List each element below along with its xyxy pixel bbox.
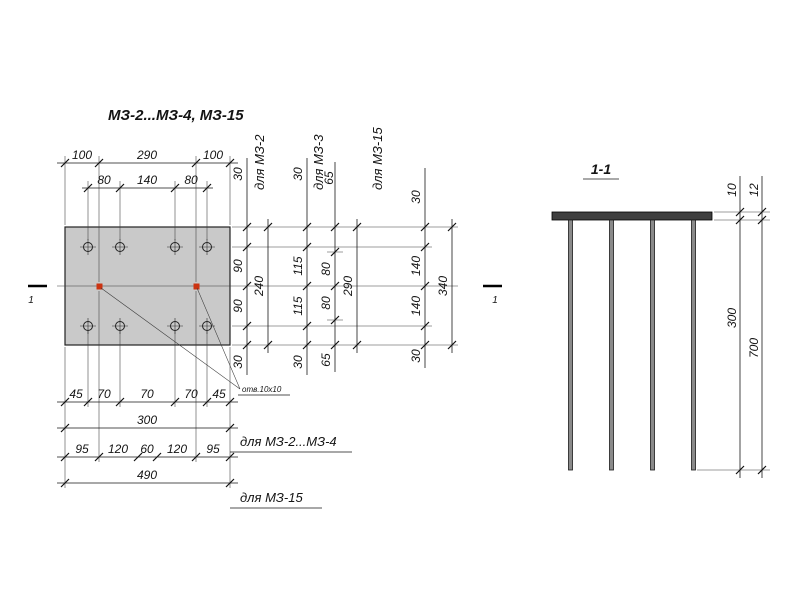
dim-value: 70	[184, 387, 198, 401]
dim-value: 95	[75, 442, 89, 456]
dim-value: 30	[409, 190, 423, 204]
bolt-hole	[83, 321, 93, 331]
section-extension-lines	[697, 211, 770, 471]
bolt-holes	[83, 242, 212, 331]
dim-value: 80	[97, 173, 111, 187]
variant-label: для МЗ-15	[240, 490, 303, 505]
bolt-hole	[170, 242, 180, 252]
dim-value: 10	[725, 183, 739, 197]
square-hole-marker	[96, 283, 103, 290]
dim-total: 340	[436, 276, 450, 296]
dim-value: 60	[140, 442, 154, 456]
variant-label: для МЗ-15	[370, 127, 385, 190]
bolt-hole	[83, 242, 93, 252]
section-dimension-lines	[739, 176, 763, 478]
dim-total: 240	[252, 276, 266, 297]
hole-centerlines	[80, 239, 215, 334]
bolt-hole	[115, 321, 125, 331]
dim-total: 490	[137, 468, 157, 482]
variant-label: для МЗ-2	[252, 134, 267, 190]
bolt-hole	[202, 242, 212, 252]
anchor-rod	[568, 219, 573, 471]
variant-label: для МЗ-3	[311, 134, 326, 190]
dim-value: 65	[319, 353, 333, 367]
plate-section	[551, 211, 713, 221]
dim-value: 30	[231, 167, 245, 181]
cut-mark-label: 1	[28, 295, 34, 306]
dim-value: 30	[291, 167, 305, 181]
square-hole-marker	[193, 283, 200, 290]
dim-value: 12	[747, 183, 761, 197]
dim-value: 30	[231, 355, 245, 369]
dim-value: 120	[108, 442, 128, 456]
section-view: 1-1 10 12 300 700	[551, 161, 770, 478]
dim-value: 95	[206, 442, 220, 456]
dim-value: 115	[291, 256, 305, 275]
leader-lines	[100, 287, 241, 390]
dim-value: 290	[136, 148, 157, 162]
dim-value: 140	[409, 256, 423, 276]
dim-value: 140	[409, 296, 423, 316]
dimension-lines	[57, 158, 453, 484]
dim-value: 100	[72, 148, 92, 162]
dim-total: 290	[341, 276, 355, 297]
section-title: 1-1	[591, 161, 611, 177]
dim-value: 65	[322, 171, 336, 185]
variant-label: для МЗ-2...МЗ-4	[240, 434, 337, 449]
dim-value: 80	[184, 173, 198, 187]
dim-value: 45	[69, 387, 83, 401]
dim-total: 300	[137, 413, 157, 427]
dim-value: 30	[409, 349, 423, 363]
dim-value: 80	[319, 262, 333, 276]
label-underlines	[230, 394, 352, 509]
anchor-rod	[609, 219, 614, 471]
bolt-hole	[115, 242, 125, 252]
anchor-rod	[691, 219, 696, 471]
cut-mark-label: 1	[492, 295, 498, 306]
dim-value: 70	[140, 387, 154, 401]
hole-note: отв.10х10	[242, 385, 282, 394]
dim-value: 120	[167, 442, 187, 456]
dim-value: 700	[747, 338, 761, 358]
dim-value: 115	[291, 296, 305, 315]
anchor-rod	[650, 219, 655, 471]
dim-value: 30	[291, 355, 305, 369]
dim-value: 45	[212, 387, 226, 401]
plan-view: МЗ-2...МЗ-4, МЗ-15 отв.10х10	[28, 107, 502, 509]
dim-value: 100	[203, 148, 223, 162]
dim-value: 90	[231, 259, 245, 273]
bolt-hole	[202, 321, 212, 331]
anchor-rods	[568, 219, 696, 471]
section-tick-marks	[735, 207, 767, 475]
bolt-hole	[170, 321, 180, 331]
dim-value: 70	[97, 387, 111, 401]
drawing-title: МЗ-2...МЗ-4, МЗ-15	[108, 107, 244, 124]
dim-value: 300	[725, 308, 739, 328]
extension-lines	[57, 156, 458, 488]
dim-value: 140	[137, 173, 157, 187]
tick-marks	[60, 158, 457, 488]
dim-value: 80	[319, 296, 333, 310]
dim-value: 90	[231, 299, 245, 313]
